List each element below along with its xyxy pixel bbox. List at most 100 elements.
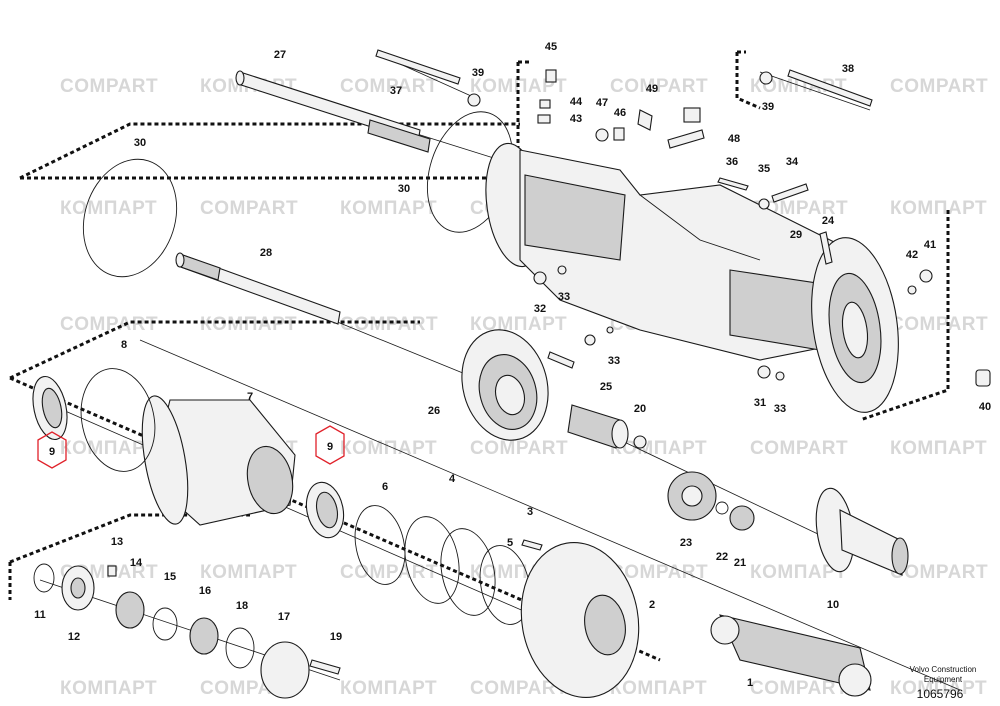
watermark-text: КОМПАРТ: [60, 438, 157, 459]
callout-19: 19: [330, 631, 342, 643]
watermark-text: COMPART: [610, 562, 708, 583]
callout-33: 33: [608, 355, 620, 367]
axle-housing-29: [485, 142, 899, 413]
pinion-25: [567, 404, 647, 449]
callout-15: 15: [164, 571, 176, 583]
callout-20: 20: [634, 403, 646, 415]
callout-34: 34: [786, 156, 799, 168]
callout-5: 5: [507, 537, 513, 549]
callout-46: 46: [614, 107, 626, 119]
rods: [375, 49, 873, 107]
callout-33: 33: [774, 403, 786, 415]
callout-45: 45: [545, 41, 557, 53]
credit-line-2: Equipment: [924, 675, 963, 684]
highlight-hex-left: [37, 431, 67, 469]
callout-11: 11: [34, 609, 46, 621]
callout-41: 41: [924, 239, 936, 251]
callout-3: 3: [527, 506, 533, 518]
callout-30: 30: [134, 137, 146, 149]
callout-39: 39: [472, 67, 484, 79]
callout-31: 31: [754, 397, 766, 409]
watermark-text: КОМПАРТ: [750, 76, 847, 97]
wheel-hub-10: [815, 487, 909, 576]
highlight-markers: [37, 425, 345, 469]
callout-49: 49: [646, 83, 658, 95]
callout-42: 42: [906, 249, 918, 261]
differential-26: [461, 329, 549, 441]
watermark-text: COMPART: [890, 562, 988, 583]
watermark-text: КОМПАРТ: [200, 562, 297, 583]
callout-40: 40: [979, 401, 991, 413]
callout-39: 39: [762, 101, 774, 113]
callout-36: 36: [726, 156, 738, 168]
drive-shaft-27: [235, 70, 431, 153]
callout-2: 2: [649, 599, 655, 611]
watermark-text: COMPART: [340, 562, 438, 583]
callout-38: 38: [842, 63, 854, 75]
axle-thumbnail-1: [710, 614, 872, 697]
hub-2: [520, 541, 640, 699]
watermark-text: КОМПАРТ: [890, 198, 987, 219]
callout-30: 30: [398, 183, 410, 195]
callout-1: 1: [747, 677, 753, 689]
watermark-text: КОМПАРТ: [340, 678, 437, 699]
callout-14: 14: [130, 557, 143, 569]
callout-16: 16: [199, 585, 211, 597]
planet-carrier-7: [141, 395, 296, 526]
callout-18: 18: [236, 600, 248, 612]
watermark-text: COMPART: [60, 314, 158, 335]
callout-48: 48: [728, 133, 740, 145]
callout-29: 29: [790, 229, 802, 241]
watermark-text: COMPART: [610, 76, 708, 97]
watermark-text: КОМПАРТ: [610, 678, 707, 699]
watermark-text: КОМПАРТ: [340, 438, 437, 459]
callout-24: 24: [822, 215, 835, 227]
document-number: 1065796: [917, 687, 964, 701]
callout-26: 26: [428, 405, 440, 417]
callout-10: 10: [827, 599, 839, 611]
callout-13: 13: [111, 536, 123, 548]
small-parts: [33, 563, 341, 699]
callout-21: 21: [734, 557, 746, 569]
watermark-text: COMPART: [200, 198, 298, 219]
watermark-text: COMPART: [890, 76, 988, 97]
fittings: [533, 69, 991, 387]
watermark-text: COMPART: [470, 438, 568, 459]
watermark-text: КОМПАРТ: [200, 314, 297, 335]
callout-4: 4: [449, 473, 456, 485]
callout-9-highlighted: 9: [327, 441, 333, 453]
callout-layer: 1234567810111213141516171819202122232425…: [34, 41, 991, 689]
watermark-text: КОМПАРТ: [890, 678, 987, 699]
watermark-text: КОМПАРТ: [750, 562, 847, 583]
callout-27: 27: [274, 49, 286, 61]
callout-44: 44: [570, 96, 583, 108]
callout-23: 23: [680, 537, 692, 549]
watermark-text: КОМПАРТ: [60, 678, 157, 699]
drive-shaft-28: [175, 252, 341, 325]
callout-25: 25: [600, 381, 612, 393]
callout-17: 17: [278, 611, 290, 623]
callout-7: 7: [247, 391, 253, 403]
callout-37: 37: [390, 85, 402, 97]
bearings-rings: [32, 368, 543, 625]
credit-line-1: Volvo Construction: [910, 665, 977, 674]
watermark-text: КОМПАРТ: [470, 314, 567, 335]
o-rings-30: [82, 111, 514, 278]
watermark-text: COMPART: [60, 76, 158, 97]
callout-43: 43: [570, 113, 582, 125]
watermark-text: КОМПАРТ: [890, 438, 987, 459]
callout-35: 35: [758, 163, 770, 175]
watermark-text: COMPART: [470, 678, 568, 699]
watermark-text: КОМПАРТ: [60, 198, 157, 219]
watermark-text: COMPART: [750, 438, 848, 459]
callout-22: 22: [716, 551, 728, 563]
callout-6: 6: [382, 481, 388, 493]
watermark-text: COMPART: [890, 314, 988, 335]
watermark-text: COMPART: [750, 678, 848, 699]
callout-47: 47: [596, 97, 608, 109]
callout-8: 8: [121, 339, 127, 351]
callout-12: 12: [68, 631, 80, 643]
callout-28: 28: [260, 247, 272, 259]
